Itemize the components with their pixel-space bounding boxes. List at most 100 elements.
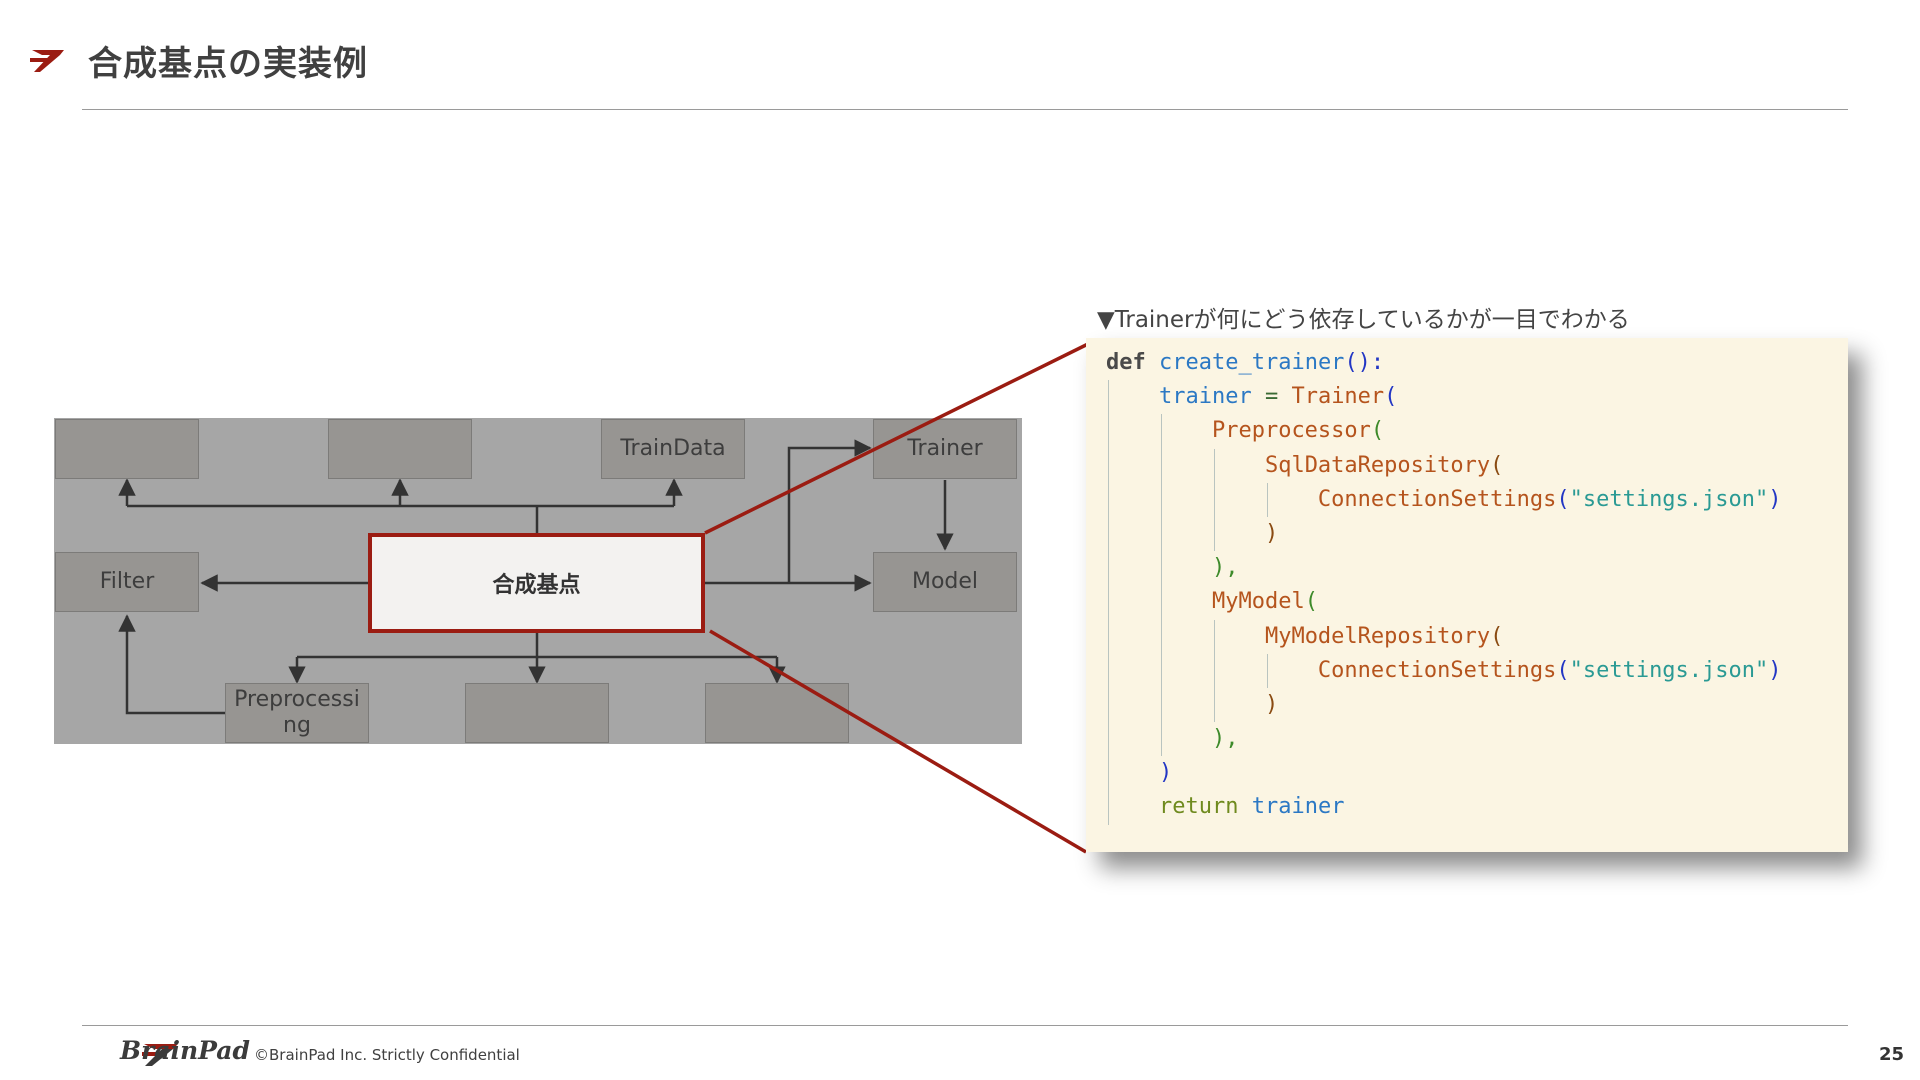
indent-guide bbox=[1161, 653, 1162, 688]
code-token: return bbox=[1158, 794, 1239, 820]
code-token: Preprocessor bbox=[1211, 418, 1371, 444]
code-token: SqlDataRepository bbox=[1264, 452, 1491, 478]
code-token: ( bbox=[1490, 452, 1504, 478]
indent-guide bbox=[1108, 722, 1109, 757]
indent-guide bbox=[1108, 619, 1109, 654]
code-token bbox=[1106, 658, 1318, 683]
indent-guide bbox=[1108, 585, 1109, 620]
indent-guide bbox=[1161, 414, 1162, 449]
diagram-node-train-data: TrainData bbox=[601, 419, 745, 479]
code-token bbox=[1106, 453, 1265, 478]
indent-guide bbox=[1161, 448, 1162, 483]
diagram-node-filter: Filter bbox=[55, 552, 199, 612]
footer-divider bbox=[82, 1025, 1848, 1026]
code-line: Preprocessor( bbox=[1106, 414, 1782, 449]
diagram-node-bottom-3 bbox=[705, 683, 849, 743]
indent-guide bbox=[1108, 790, 1109, 825]
code-token bbox=[1106, 521, 1265, 546]
code-token: ConnectionSettings bbox=[1317, 486, 1557, 512]
code-token: ( bbox=[1556, 657, 1570, 683]
code-token: ), bbox=[1211, 555, 1239, 581]
indent-guide bbox=[1108, 516, 1109, 552]
indent-guide bbox=[1161, 687, 1162, 723]
indent-guide bbox=[1161, 516, 1162, 552]
indent-guide bbox=[1161, 482, 1162, 517]
diagram-hub-composition-root: 合成基点 bbox=[368, 533, 705, 633]
indent-guide bbox=[1108, 448, 1109, 483]
indent-guide bbox=[1214, 619, 1215, 654]
indent-guide bbox=[1267, 653, 1268, 688]
code-line: ) bbox=[1106, 756, 1782, 791]
indent-guide bbox=[1214, 482, 1215, 517]
code-token: MyModel bbox=[1211, 589, 1305, 615]
code-token: create_trainer bbox=[1159, 350, 1345, 375]
code-token bbox=[1146, 350, 1159, 375]
code-token bbox=[1106, 624, 1265, 649]
code-token: def bbox=[1106, 350, 1146, 375]
code-token: "settings.json" bbox=[1569, 657, 1769, 683]
code-token: ) bbox=[1768, 486, 1782, 512]
code-token bbox=[1106, 794, 1159, 819]
code-block: def create_trainer(): trainer = Trainer(… bbox=[1106, 346, 1782, 825]
indent-guide bbox=[1161, 722, 1162, 757]
code-snippet-panel: def create_trainer(): trainer = Trainer(… bbox=[1086, 338, 1848, 852]
indent-guide bbox=[1108, 551, 1109, 586]
code-line: ConnectionSettings("settings.json") bbox=[1106, 653, 1782, 688]
code-token: ( bbox=[1556, 486, 1570, 512]
header-divider bbox=[82, 109, 1848, 110]
diagram-node-trainer: Trainer bbox=[873, 419, 1017, 479]
code-token: "settings.json" bbox=[1569, 486, 1769, 512]
diagram-node-model: Model bbox=[873, 552, 1017, 612]
indent-guide bbox=[1108, 482, 1109, 517]
code-token: ( bbox=[1490, 623, 1504, 649]
code-line: trainer = Trainer( bbox=[1106, 380, 1782, 415]
diagram-node-preprocessing: Preprocessi ng bbox=[225, 683, 369, 743]
code-line: ), bbox=[1106, 722, 1782, 757]
code-token bbox=[1106, 760, 1159, 785]
code-line: SqlDataRepository( bbox=[1106, 448, 1782, 483]
footer-brand-logotype: BrainPad bbox=[120, 1036, 250, 1065]
code-line: ) bbox=[1106, 687, 1782, 723]
code-token: trainer bbox=[1251, 794, 1345, 820]
diagram-node-top-1 bbox=[55, 419, 199, 479]
diagram-node-bottom-2 bbox=[465, 683, 609, 743]
code-token: ) bbox=[1158, 760, 1173, 786]
indent-guide bbox=[1214, 448, 1215, 483]
code-token bbox=[1106, 589, 1212, 614]
brainpad-logo-icon bbox=[142, 1044, 178, 1066]
indent-guide bbox=[1108, 414, 1109, 449]
indent-guide bbox=[1108, 687, 1109, 723]
code-token bbox=[1106, 418, 1212, 443]
code-line: ) bbox=[1106, 516, 1782, 552]
code-token bbox=[1238, 794, 1251, 819]
code-token: ( bbox=[1370, 418, 1385, 444]
code-token: ), bbox=[1211, 726, 1239, 752]
code-line: ConnectionSettings("settings.json") bbox=[1106, 482, 1782, 517]
indent-guide bbox=[1161, 551, 1162, 586]
code-token bbox=[1106, 692, 1265, 717]
indent-guide bbox=[1214, 516, 1215, 552]
code-line: MyModel( bbox=[1106, 585, 1782, 620]
code-line: def create_trainer(): bbox=[1106, 346, 1782, 380]
code-token: Trainer bbox=[1291, 384, 1385, 410]
code-line: MyModelRepository( bbox=[1106, 619, 1782, 654]
indent-guide bbox=[1267, 482, 1268, 517]
code-token: ) bbox=[1264, 691, 1279, 717]
diagram-node-top-2 bbox=[328, 419, 472, 479]
code-token bbox=[1106, 555, 1212, 580]
code-line: return trainer bbox=[1106, 790, 1782, 825]
indent-guide bbox=[1108, 380, 1109, 415]
architecture-diagram: TrainData Trainer Filter Model Preproces… bbox=[54, 418, 1022, 744]
code-token: trainer bbox=[1158, 384, 1252, 410]
code-token: ( bbox=[1304, 589, 1318, 615]
indent-guide bbox=[1108, 653, 1109, 688]
code-token: = bbox=[1251, 384, 1292, 410]
code-token: MyModelRepository bbox=[1264, 623, 1491, 649]
code-token bbox=[1106, 487, 1318, 512]
code-token: (): bbox=[1344, 350, 1385, 375]
indent-guide bbox=[1214, 687, 1215, 723]
code-token: ) bbox=[1264, 520, 1279, 546]
indent-guide bbox=[1214, 653, 1215, 688]
page-title: 合成基点の実装例 bbox=[88, 44, 368, 84]
indent-guide bbox=[1161, 619, 1162, 654]
